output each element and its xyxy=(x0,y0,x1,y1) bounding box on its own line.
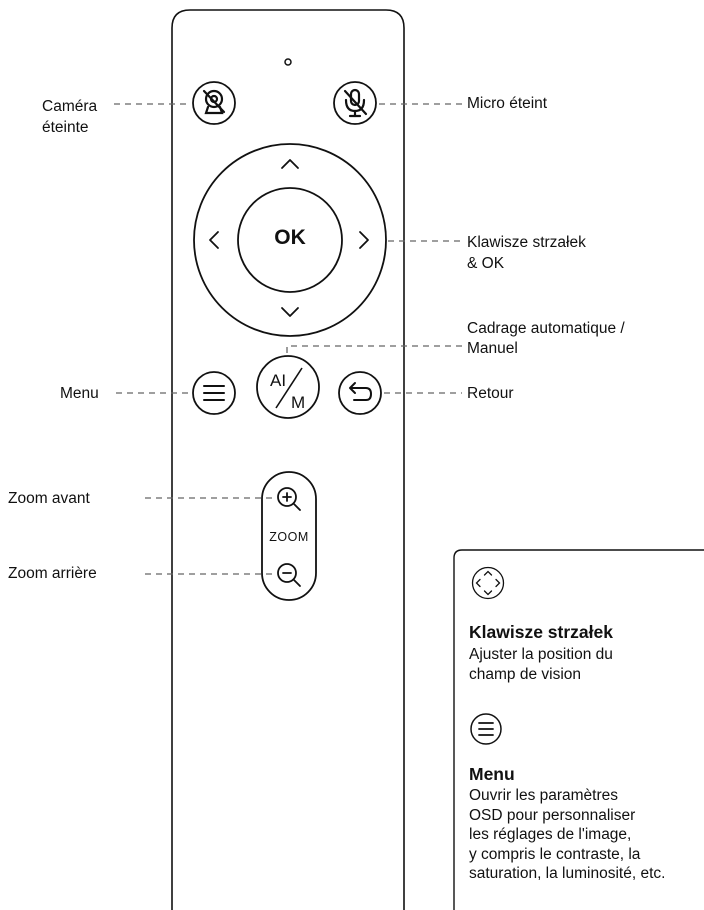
dpad-up-button[interactable] xyxy=(281,159,299,169)
info-menu-desc-line: saturation, la luminosité, etc. xyxy=(469,865,666,882)
info-menu-desc: Ouvrir les paramètres OSD pour personnal… xyxy=(469,786,665,884)
leader-auto xyxy=(286,345,462,356)
label-camera-line2: éteinte xyxy=(42,119,89,136)
zoom-in-button[interactable] xyxy=(277,487,301,511)
zoom-label: ZOOM xyxy=(269,530,309,544)
label-camera-line1: Caméra xyxy=(42,98,98,115)
menu-button[interactable] xyxy=(192,371,236,415)
back-arrow-icon xyxy=(349,382,372,401)
leader-lines xyxy=(114,103,462,575)
label-arrows-line2: & OK xyxy=(467,255,505,272)
label-zoom-out: Zoom arrière xyxy=(8,565,97,582)
info-menu-desc-line: y compris le contraste, la xyxy=(469,845,641,863)
zoom-out-button[interactable] xyxy=(277,563,301,587)
info-menu-title: Menu xyxy=(469,764,515,784)
camera-off-icon xyxy=(202,89,226,115)
ai-manual-slash xyxy=(275,367,303,409)
info-arrows-desc-line: champ de vision xyxy=(469,665,582,683)
ai-label: AI xyxy=(270,371,287,390)
menu-info-icon xyxy=(470,713,502,745)
label-back: Retour xyxy=(467,385,514,402)
label-menu: Menu xyxy=(60,385,99,402)
info-arrows-desc: Ajuster la position du champ de vision xyxy=(469,645,613,684)
zoom-rocker xyxy=(261,471,317,601)
info-box xyxy=(453,549,704,910)
zoom-in-icon xyxy=(277,487,301,511)
ai-manual-button[interactable] xyxy=(256,355,320,419)
ok-button[interactable] xyxy=(237,187,343,293)
hamburger-icon xyxy=(203,385,225,401)
manual-label: M xyxy=(291,393,306,412)
info-arrows-desc-line: Ajuster la position du xyxy=(469,646,613,663)
label-zoom-in: Zoom avant xyxy=(8,490,90,507)
label-auto-line2: Manuel xyxy=(467,340,518,357)
dpad-icon xyxy=(471,566,505,600)
info-menu-desc-line: OSD pour personnaliser xyxy=(469,806,636,824)
info-menu-desc-line: les réglages de l'image, xyxy=(469,826,632,843)
label-auto-line1: Cadrage automatique / xyxy=(467,320,625,337)
dpad-down-button[interactable] xyxy=(281,307,299,317)
dpad-left-button[interactable] xyxy=(209,231,219,249)
dpad-right-button[interactable] xyxy=(359,231,369,249)
back-button[interactable] xyxy=(338,371,382,415)
remote-body xyxy=(171,9,405,910)
camera-off-button[interactable] xyxy=(192,81,236,125)
label-arrows-line1: Klawisze strzałek xyxy=(467,234,586,251)
ok-label[interactable]: OK xyxy=(274,226,306,249)
dpad xyxy=(193,143,387,337)
info-menu-desc-line: Ouvrir les paramètres xyxy=(469,787,619,804)
label-micro: Micro éteint xyxy=(467,95,548,112)
mic-off-icon xyxy=(343,88,368,118)
info-arrows-title: Klawisze strzałek xyxy=(469,622,613,642)
mic-off-button[interactable] xyxy=(333,81,377,125)
indicator-led xyxy=(284,58,292,66)
zoom-out-icon xyxy=(277,563,301,587)
